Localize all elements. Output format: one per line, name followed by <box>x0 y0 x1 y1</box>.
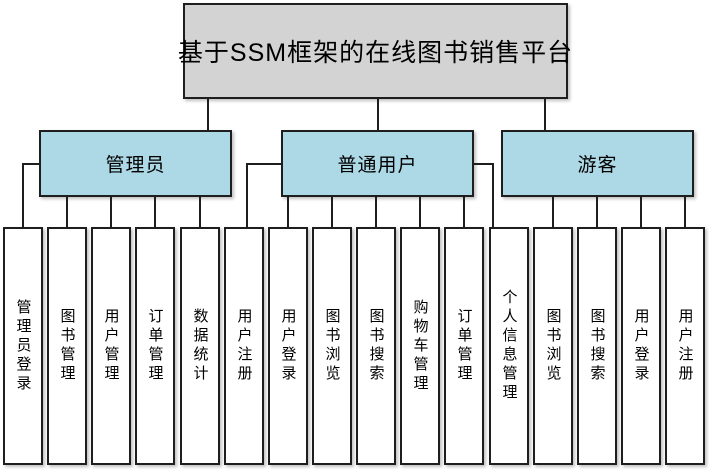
connector-title-guest <box>544 99 546 130</box>
leaf-label: 订单管理 <box>455 308 473 384</box>
leaf-label: 订单管理 <box>146 308 164 384</box>
role-node-guest: 游客 <box>501 130 694 197</box>
leaf-label: 个人信息管理 <box>500 289 518 403</box>
root-node-label: 基于SSM框架的在线图书销售平台 <box>177 39 574 67</box>
connector-title-user <box>377 99 379 130</box>
leaf-label: 图书浏览 <box>323 308 341 384</box>
leaf-label: 图书浏览 <box>544 308 562 384</box>
leaf-label: 用户注册 <box>235 308 253 384</box>
connector-admin-leaf-2 <box>110 197 112 227</box>
leaf-node-book-mgmt: 图书管理 <box>47 227 87 465</box>
connector-guest-leaf-12 <box>552 197 554 227</box>
connector-user-leaf-6 <box>287 197 289 227</box>
leaf-node-order-mgmt-admin: 订单管理 <box>135 227 175 465</box>
role-node-admin: 管理员 <box>39 130 232 197</box>
connector-title-admin <box>207 99 209 130</box>
leaf-label: 图书管理 <box>58 308 76 384</box>
role-node-guest-label: 游客 <box>577 155 618 176</box>
leaf-label: 图书搜索 <box>367 308 385 384</box>
role-node-admin-label: 管理员 <box>105 155 166 176</box>
leaf-label: 图书搜索 <box>588 308 606 384</box>
leaf-label: 用户登录 <box>632 308 650 384</box>
connector-user-left-v <box>246 163 248 227</box>
leaf-node-admin-login: 管理员登录 <box>3 227 43 465</box>
leaf-node-user-register-guest: 用户注册 <box>665 227 705 465</box>
leaf-node-book-browse-guest: 图书浏览 <box>533 227 573 465</box>
connector-guest-leaf-15 <box>684 197 686 227</box>
connector-guest-leaf-14 <box>640 197 642 227</box>
leaf-node-book-browse-user: 图书浏览 <box>312 227 352 465</box>
connector-admin-leaf-1 <box>66 197 68 227</box>
leaf-label: 购物车管理 <box>411 298 429 394</box>
leaf-node-book-search-guest: 图书搜索 <box>577 227 617 465</box>
connector-user-leaf-8 <box>375 197 377 227</box>
connector-user-left-h <box>246 163 281 165</box>
leaf-label: 用户注册 <box>676 308 694 384</box>
root-node: 基于SSM框架的在线图书销售平台 <box>178 3 572 99</box>
connector-user-right-h <box>472 163 494 165</box>
leaf-label: 用户管理 <box>102 308 120 384</box>
connector-guest-leaf-13 <box>596 197 598 227</box>
connector-user-leaf-7 <box>331 197 333 227</box>
leaf-label: 用户登录 <box>279 308 297 384</box>
connector-admin-left-v <box>22 163 24 227</box>
leaf-node-user-register-user: 用户注册 <box>224 227 264 465</box>
leaf-node-user-login-user: 用户登录 <box>268 227 308 465</box>
role-node-user: 普通用户 <box>281 130 474 197</box>
connector-user-leaf-10 <box>463 197 465 227</box>
leaf-node-user-mgmt: 用户管理 <box>91 227 131 465</box>
leaf-node-user-login-guest: 用户登录 <box>621 227 661 465</box>
leaf-label: 数据统计 <box>191 308 209 384</box>
connector-admin-leaf-3 <box>154 197 156 227</box>
connector-admin-left-h <box>22 163 39 165</box>
role-node-user-label: 普通用户 <box>337 155 418 176</box>
leaf-node-profile-mgmt: 个人信息管理 <box>489 227 529 465</box>
connector-user-leaf-9 <box>419 197 421 227</box>
connector-user-right-v <box>492 163 494 227</box>
leaf-node-cart-mgmt: 购物车管理 <box>400 227 440 465</box>
leaf-node-book-search-user: 图书搜索 <box>356 227 396 465</box>
leaf-label: 管理员登录 <box>14 298 32 394</box>
leaf-node-data-stats: 数据统计 <box>180 227 220 465</box>
leaf-node-order-mgmt-user: 订单管理 <box>444 227 484 465</box>
connector-admin-leaf-4 <box>199 197 201 227</box>
